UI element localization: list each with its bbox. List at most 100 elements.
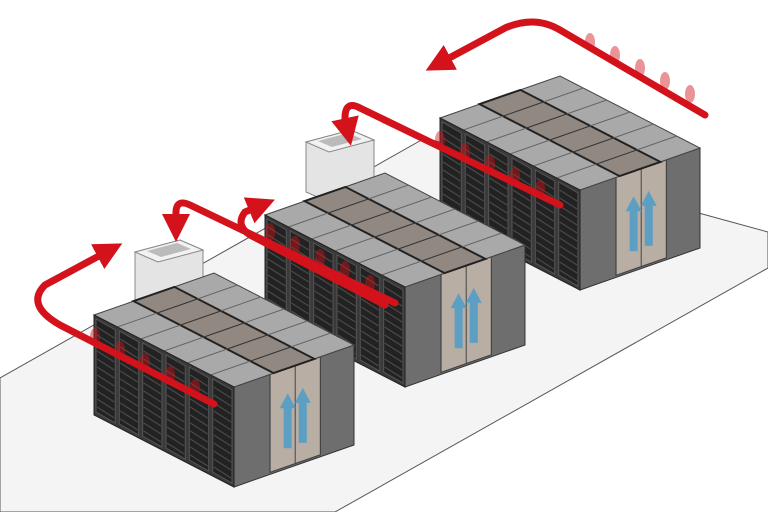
rack-slot [166, 402, 185, 415]
rack-slot [190, 430, 208, 443]
rack-slot [512, 213, 531, 226]
rack-slot [213, 442, 232, 455]
rack-slot [291, 294, 309, 307]
roof-divider [156, 298, 198, 314]
rack-slot [213, 410, 232, 423]
rack-slot [442, 129, 461, 142]
rack-top-divider [197, 284, 238, 300]
rack-slot [314, 250, 333, 263]
roof-divider [572, 137, 614, 153]
rack-top-divider [463, 115, 504, 131]
roof-divider [226, 334, 268, 350]
rack-slot [190, 414, 208, 427]
rack-slot [96, 326, 115, 339]
rack-slot [143, 430, 162, 443]
hot-air-plume [190, 379, 200, 397]
rack-slot [384, 342, 403, 355]
rack-slot [512, 173, 531, 186]
rack-slot [536, 185, 554, 198]
hot-air-plume [140, 353, 150, 371]
rack-slot [512, 197, 531, 210]
rack-top-divider [288, 212, 329, 228]
rack-top-divider [368, 184, 409, 200]
rack-slot [466, 197, 484, 210]
rack-slot [489, 201, 508, 214]
rack-slot [361, 354, 379, 367]
rack-top-divider [391, 196, 432, 212]
rack-slot [213, 386, 232, 399]
server-rack [212, 378, 233, 484]
rack-slot [314, 274, 333, 287]
hot-air-plume [340, 261, 350, 279]
rack-slot [559, 205, 578, 218]
rack-slot [190, 438, 208, 451]
rack-slot [337, 286, 356, 299]
rack-slot [442, 185, 461, 198]
rack-slot [442, 137, 461, 150]
rack-slot [559, 269, 578, 282]
rack-slot [166, 418, 185, 431]
roof-divider [327, 198, 369, 214]
rack-slot [190, 454, 208, 467]
rack-slot [291, 278, 309, 291]
hot-air-plume [290, 236, 300, 254]
rack-slot [267, 266, 286, 279]
rack-top-divider [381, 260, 422, 276]
rack-slot [466, 189, 484, 202]
rack-slot [291, 302, 309, 315]
rack-slot [536, 201, 554, 214]
rack-slot [337, 310, 356, 323]
hot-air-plume [365, 275, 375, 293]
hot-air-arrow [425, 18, 709, 119]
rack-slot [489, 185, 508, 198]
rack-slot [512, 165, 531, 178]
rack-slot [213, 434, 232, 447]
rack-slot [190, 406, 208, 419]
rack-slot [337, 318, 356, 331]
hot-air-plume [315, 249, 325, 267]
rack-slot [190, 382, 208, 395]
server-rack [383, 278, 404, 384]
rack-slot [120, 362, 138, 375]
rack-slot [96, 406, 115, 419]
hot-air-plume [265, 223, 275, 241]
roof-divider [351, 210, 393, 226]
rack-slot [337, 302, 356, 315]
rack-slot [559, 197, 578, 210]
rack-slot [466, 141, 484, 154]
hot-air-plume [90, 328, 100, 346]
cold-air-arrow-icon [279, 393, 296, 449]
rack-top-divider [163, 336, 204, 352]
rack-slot [267, 234, 286, 247]
rack-slot [314, 282, 333, 295]
rack-slot [559, 189, 578, 202]
rack-slot [96, 374, 115, 387]
rack-top-divider [533, 151, 574, 167]
rack-slot [213, 394, 232, 407]
rack-slot [489, 161, 508, 174]
rack-slot [267, 250, 286, 263]
rack-slot [536, 217, 554, 230]
hot-air-arrow [34, 243, 218, 408]
rack-slot [489, 177, 508, 190]
rack-slot [267, 274, 286, 287]
rack-slot [361, 338, 379, 351]
roof-divider [421, 246, 463, 262]
rack-slot [267, 282, 286, 295]
rack-top-divider [566, 99, 607, 115]
rack-top-divider [244, 308, 285, 324]
rack-slot [489, 193, 508, 206]
rack-top-divider [267, 320, 308, 336]
rack-top-divider [117, 312, 158, 328]
rack-slot [267, 226, 286, 239]
rack-slot [337, 326, 356, 339]
rack-top-divider [187, 348, 228, 364]
rack-door [558, 181, 579, 287]
cold-air-arrow-icon [450, 293, 467, 349]
rack-top-divider [509, 139, 550, 155]
rack-slot [213, 458, 232, 471]
rack-slot [166, 434, 185, 447]
rack-top-divider [140, 324, 181, 340]
hot-air-plume [685, 85, 695, 103]
rack-slot [291, 270, 309, 283]
